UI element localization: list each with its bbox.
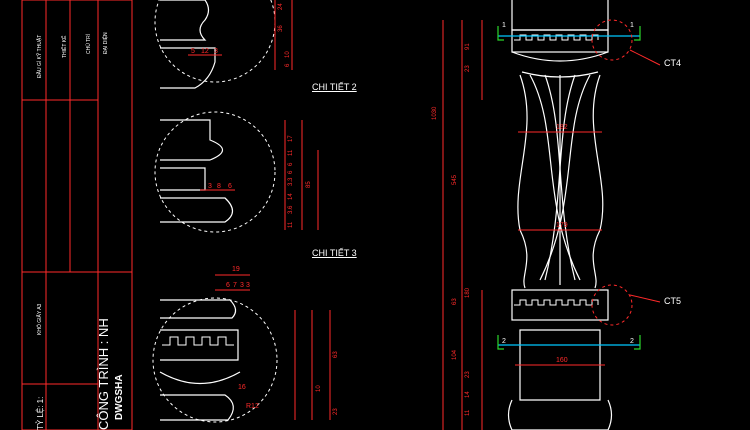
scale-label: TỶ LỆ: 1:	[36, 396, 45, 430]
project-name: CÔNG TRÌNH : NH	[96, 318, 111, 430]
width-label: 179	[556, 222, 568, 229]
detail-dimension-lines	[188, 0, 331, 420]
dim-label: 14	[288, 193, 294, 200]
dim-label: 11	[288, 149, 294, 156]
title-row-kho-giay: KHỔ GIẤY A3	[37, 303, 43, 335]
dim-label: 5	[191, 48, 195, 55]
dim-label: 3	[246, 282, 250, 289]
dim-label: 11	[465, 409, 471, 416]
dim-label: 14	[465, 391, 471, 398]
detail-profiles	[159, 0, 241, 421]
dim-label: 8	[217, 183, 221, 190]
dim-label: 16	[238, 384, 246, 391]
greek-key-pattern	[162, 336, 234, 346]
dim-label: 6	[288, 170, 294, 174]
dim-label: 10	[285, 51, 291, 58]
dim-label: 3.3	[288, 177, 294, 186]
dim-label: 7	[233, 282, 237, 289]
detail-3-label: CHI TIẾT 3	[312, 248, 357, 258]
dim-label: 23	[333, 408, 339, 415]
dim-label: 85	[306, 181, 312, 188]
title-row-dai-dien: ĐẠI DIỆN	[103, 32, 109, 54]
callout-ct5: CT5	[664, 296, 682, 306]
dim-label: 91	[465, 43, 471, 50]
section-mark: 1	[630, 22, 634, 29]
dim-label: 36	[278, 25, 284, 32]
dim-label: 17	[288, 135, 294, 142]
dim-label: 63	[452, 298, 458, 305]
section-mark: 2	[630, 338, 634, 345]
section-mark: 2	[502, 338, 506, 345]
detail-2-label: CHI TIẾT 2	[312, 82, 357, 92]
dim-label: 11	[288, 221, 294, 228]
dim-label: 3	[214, 48, 218, 55]
callout-ct4: CT4	[664, 58, 682, 68]
dim-label: 23	[465, 371, 471, 378]
dim-label: 104	[452, 349, 458, 360]
section-lines	[497, 26, 641, 350]
dim-label: 63	[333, 351, 339, 358]
callout-circles	[591, 19, 661, 326]
width-label: 182	[556, 124, 568, 131]
dim-label: 10	[316, 385, 322, 392]
dim-label: 24	[278, 3, 284, 10]
dim-label: 6	[228, 183, 232, 190]
title-row-thiet-ke: THIẾT KẾ	[62, 35, 68, 58]
drawing-name: DWGSHA	[114, 374, 125, 420]
title-block	[21, 0, 133, 430]
dim-label: 23	[465, 65, 471, 72]
dim-label: 3	[240, 282, 244, 289]
main-dimension-lines	[442, 20, 605, 430]
dim-label: 6	[288, 162, 294, 166]
baluster-greek-key	[514, 34, 599, 306]
dim-label: R12	[246, 403, 259, 410]
dim-label: 3	[208, 183, 212, 190]
dim-label: 6	[285, 63, 291, 67]
title-row-chu-tri: CHỦ TRÌ	[86, 33, 92, 54]
title-row-dau-gi-ky-thuat: ĐẦU GÌ KỸ THUẬT	[37, 34, 43, 78]
dim-label: 19	[232, 266, 240, 273]
dim-label: 180	[465, 287, 471, 298]
dim-label: 12	[201, 48, 209, 55]
dim-label: 1030	[432, 106, 438, 120]
width-label: 160	[556, 357, 568, 364]
dim-label: 6	[226, 282, 230, 289]
baluster-elevation	[507, 0, 613, 430]
dim-label: 545	[452, 174, 458, 185]
section-mark: 1	[502, 22, 506, 29]
dim-label: 3.6	[288, 205, 294, 214]
